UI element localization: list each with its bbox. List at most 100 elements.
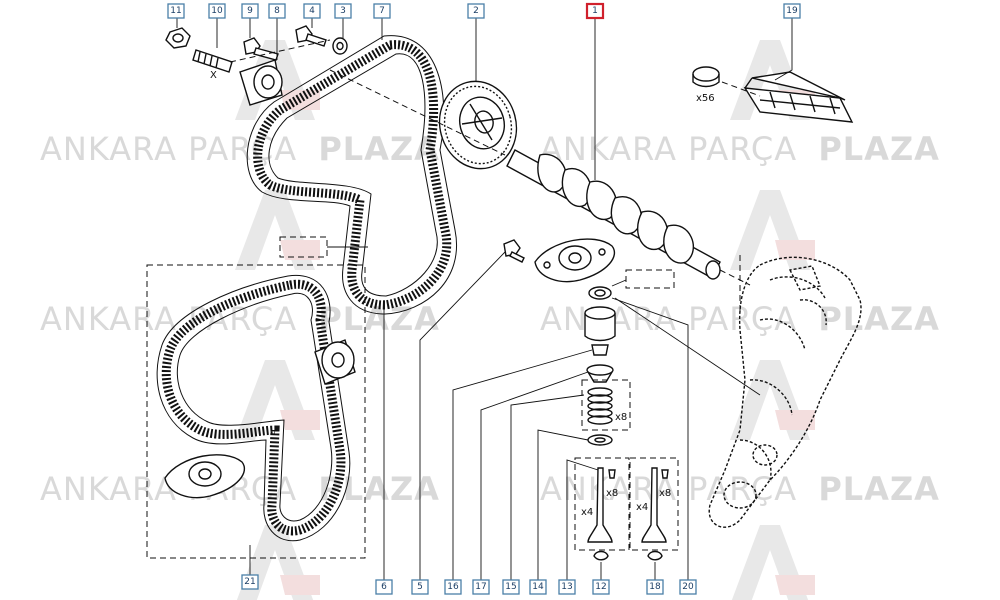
valve-spring	[587, 387, 613, 425]
logo-mark	[730, 190, 815, 270]
valve-right	[641, 467, 667, 543]
tensioner-6	[534, 238, 616, 283]
callout-label: 17	[475, 582, 486, 592]
keeper-left	[608, 469, 616, 479]
callout-label: 7	[379, 6, 385, 16]
callout-label: 8	[274, 6, 280, 16]
callout-20[interactable]: 20	[679, 579, 697, 595]
callout-15[interactable]: 15	[502, 579, 520, 595]
keeper-qty-left: x8	[606, 488, 618, 499]
inset-box-large	[146, 264, 366, 559]
callout-label: 4	[309, 6, 315, 16]
tensioner-lower	[164, 454, 246, 499]
callout-10[interactable]: 10	[208, 3, 226, 19]
callout-label: 10	[211, 6, 223, 16]
bolt-5	[503, 239, 525, 263]
watermark-bold: PLAZA	[818, 470, 940, 508]
callout-17[interactable]: 17	[472, 579, 490, 595]
callout-14[interactable]: 14	[529, 579, 547, 595]
callout-label: 3	[340, 6, 346, 16]
watermark-logos	[235, 40, 815, 600]
nut-11	[165, 27, 191, 49]
callout-3[interactable]: 3	[334, 3, 352, 19]
seal-12	[593, 550, 609, 561]
callout-label: 12	[595, 582, 606, 592]
camshaft	[506, 149, 721, 280]
watermark-row: ANKARA PARÇA PLAZA	[40, 300, 440, 338]
assembly-line	[229, 39, 331, 63]
callout-18[interactable]: 18	[646, 579, 664, 595]
valve-keeper	[591, 344, 609, 356]
keeper-qty-right: x8	[659, 488, 671, 499]
watermark-light: ANKARA PARÇA	[540, 300, 797, 338]
inset-box-valve-right	[629, 457, 679, 551]
callout-label: 21	[244, 577, 255, 587]
washer-3	[332, 37, 348, 55]
watermark-bold: PLAZA	[318, 130, 440, 168]
watermark-bold: PLAZA	[818, 300, 940, 338]
spring-retainer	[586, 364, 614, 383]
cylinder-head	[708, 256, 862, 528]
callout-6[interactable]: 6	[375, 579, 393, 595]
idler-pulley-lower	[314, 339, 356, 385]
callout-16[interactable]: 16	[444, 579, 462, 595]
inset-box-small	[279, 236, 328, 258]
watermark-text: ANKARA PARÇA PLAZA ANKARA PARÇA PLAZA AN…	[40, 130, 940, 508]
watermark-bold: PLAZA	[818, 130, 940, 168]
timing-belt-lower	[156, 274, 351, 542]
callout-label: 1	[592, 6, 598, 16]
callout-label: 5	[417, 582, 423, 592]
callout-label: 19	[786, 6, 798, 16]
callout-4[interactable]: 4	[303, 3, 321, 19]
spring-qty: x8	[615, 412, 627, 423]
callout-9[interactable]: 9	[241, 3, 259, 19]
inset-box-small	[625, 269, 675, 289]
camshaft-axis	[719, 269, 751, 286]
callout-label: 2	[473, 6, 479, 16]
valve-leader	[614, 297, 761, 396]
x-mark-label: X	[210, 70, 217, 81]
callout-label: 15	[505, 582, 516, 592]
inset-box-valve-left	[574, 457, 630, 551]
callout-19[interactable]: 19	[783, 3, 801, 19]
watermark-row: ANKARA PARÇA PLAZA	[540, 300, 940, 338]
camshaft-pulley	[438, 80, 518, 170]
camshaft-axis	[329, 69, 506, 156]
seal-18	[647, 550, 663, 561]
spring-seat-washer	[587, 434, 613, 446]
valve-stem-seal-20	[588, 286, 612, 300]
assembly-line	[721, 81, 761, 97]
hydraulic-lifter	[692, 66, 720, 88]
watermark-light: ANKARA PARÇA	[540, 130, 797, 168]
watermark-light: ANKARA PARÇA	[40, 300, 297, 338]
callout-1[interactable]: 1	[585, 2, 605, 20]
valve-qty-left: x4	[581, 507, 593, 518]
callout-2[interactable]: 2	[467, 3, 485, 19]
logo-mark	[731, 525, 815, 600]
callout-label: 14	[532, 582, 544, 592]
logo-mark	[730, 360, 815, 440]
callout-7[interactable]: 7	[373, 3, 391, 19]
callout-5[interactable]: 5	[411, 579, 429, 595]
bolt-4	[295, 25, 327, 47]
callout-13[interactable]: 13	[558, 579, 576, 595]
callout-8[interactable]: 8	[268, 3, 286, 19]
arrow-leader	[611, 279, 627, 287]
watermark-row: ANKARA PARÇA PLAZA	[40, 130, 440, 168]
watermark-row: ANKARA PARÇA PLAZA	[540, 130, 940, 168]
callout-label: 9	[247, 6, 253, 16]
callout-label: 16	[447, 582, 459, 592]
callout-label: 20	[682, 582, 694, 592]
callout-12[interactable]: 12	[592, 579, 610, 595]
valve-qty-right: x4	[636, 502, 648, 513]
watermark-row: ANKARA PARÇA PLAZA	[540, 470, 940, 508]
tensioner-pulley-8	[239, 59, 283, 106]
callout-label: 13	[561, 582, 572, 592]
inset-box-spring	[581, 379, 631, 431]
lifter-tray	[743, 71, 854, 123]
logo-mark	[235, 190, 320, 270]
callout-label: 18	[649, 582, 661, 592]
callout-21[interactable]: 21	[241, 574, 259, 590]
callout-11[interactable]: 11	[167, 3, 185, 19]
